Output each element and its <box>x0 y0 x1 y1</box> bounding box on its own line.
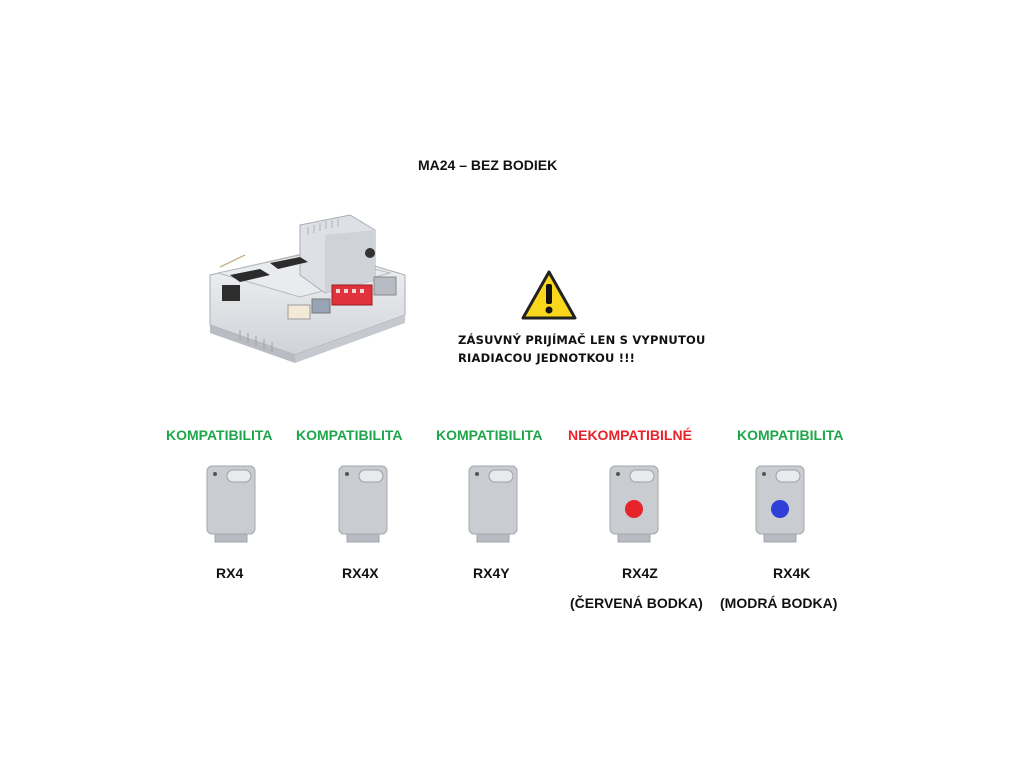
receiver-module-rx4k <box>755 465 805 543</box>
warning-line-1: ZÁSUVNÝ PRIJÍMAČ LEN S VYPNUTOU <box>458 333 706 347</box>
model-label-rx4z: RX4Z <box>622 565 658 581</box>
warning-triangle-icon <box>521 270 577 320</box>
receiver-module-rx4 <box>206 465 256 543</box>
compatibility-status-rx4x: KOMPATIBILITA <box>296 427 403 443</box>
red-dot-icon <box>625 500 643 518</box>
control-unit-image <box>209 214 406 363</box>
blue-dot-icon <box>771 500 789 518</box>
compatibility-status-rx4: KOMPATIBILITA <box>166 427 273 443</box>
model-label-rx4y: RX4Y <box>473 565 510 581</box>
compatibility-status-rx4y: KOMPATIBILITA <box>436 427 543 443</box>
receiver-module-rx4y <box>468 465 518 543</box>
model-label-rx4: RX4 <box>216 565 244 581</box>
note-rx4k: (MODRÁ BODKA) <box>720 595 838 611</box>
note-rx4z: (ČERVENÁ BODKA) <box>570 595 703 611</box>
warning-text: ZÁSUVNÝ PRIJÍMAČ LEN S VYPNUTOU RIADIACO… <box>458 331 706 367</box>
model-label-rx4k: RX4K <box>773 565 811 581</box>
compatibility-status-rx4k: KOMPATIBILITA <box>737 427 844 443</box>
receiver-module-rx4x <box>338 465 388 543</box>
receiver-module-rx4z <box>609 465 659 543</box>
model-label-rx4x: RX4X <box>342 565 379 581</box>
compatibility-status-rx4z: NEKOMPATIBILNÉ <box>568 427 692 443</box>
warning-line-2: RIADIACOU JEDNOTKOU !!! <box>458 351 636 365</box>
page-title: MA24 – BEZ BODIEK <box>418 157 558 173</box>
